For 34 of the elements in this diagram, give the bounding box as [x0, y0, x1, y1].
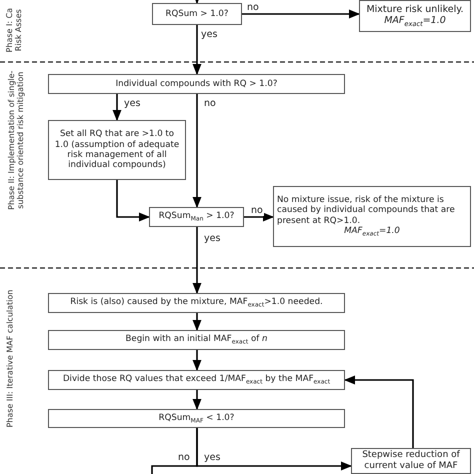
edge-label: yes — [203, 453, 222, 464]
process-box: Set all RQ that are >1.0 to 1.0 (assumption of adequate risk management of all individual compounds) — [48, 120, 186, 180]
edge-label: no — [246, 3, 260, 14]
arrow — [112, 94, 122, 122]
outcome-box: No mixture issue, risk of the mixture is caused by individual compounds that are present at RQ>1.0. MAF$_{exact}$=1.0 — [273, 186, 471, 247]
decision-box: RQSum$_{MAF}$ < 1.0? — [48, 409, 345, 428]
arrow — [116, 180, 150, 222]
arrow — [242, 10, 360, 18]
edge-label: yes — [200, 30, 218, 40]
arrow — [192, 390, 202, 410]
outcome-box: Mixture risk unlikely. MAF$_{exact}$=1.0 — [359, 0, 471, 32]
edge-label: no — [177, 453, 191, 464]
arrow — [192, 25, 202, 76]
arrow — [244, 212, 274, 222]
process-box: Stepwise reduction of current value of MAF — [351, 448, 471, 474]
process-box: Risk is (also) caused by the mixture, MAF$_{exact}$>1.0 needed. — [48, 293, 345, 313]
phase-label: Phase III: Iterative MAF calculation — [5, 288, 15, 430]
process-box: Begin with an initial MAF$_{exact}$ of n — [48, 330, 345, 350]
arrow — [192, 0, 202, 4]
process-box: Divide those RQ values that exceed 1/MAF$_{exact}$ by the MAF$_{exact}$ — [48, 370, 345, 390]
decision-box: RQSum > 1.0? — [152, 3, 242, 25]
phase-label: Phase I: Ca Risk Asses — [4, 6, 24, 54]
decision-box: RQSum$_{Man}$ > 1.0? — [149, 207, 244, 227]
edge-label: yes — [123, 99, 142, 110]
arrow — [344, 376, 414, 448]
arrow — [192, 227, 202, 294]
arrow — [192, 350, 202, 372]
phase-label: Phase II: Implementation of single- substance oriented risk mitigation — [6, 70, 26, 212]
arrow — [192, 313, 202, 332]
edge-label: no — [203, 99, 217, 110]
arrow — [192, 94, 202, 208]
edge-label: yes — [203, 234, 222, 244]
edge-label: no — [250, 206, 264, 216]
decision-box: Individual compounds with RQ > 1.0? — [48, 74, 345, 94]
